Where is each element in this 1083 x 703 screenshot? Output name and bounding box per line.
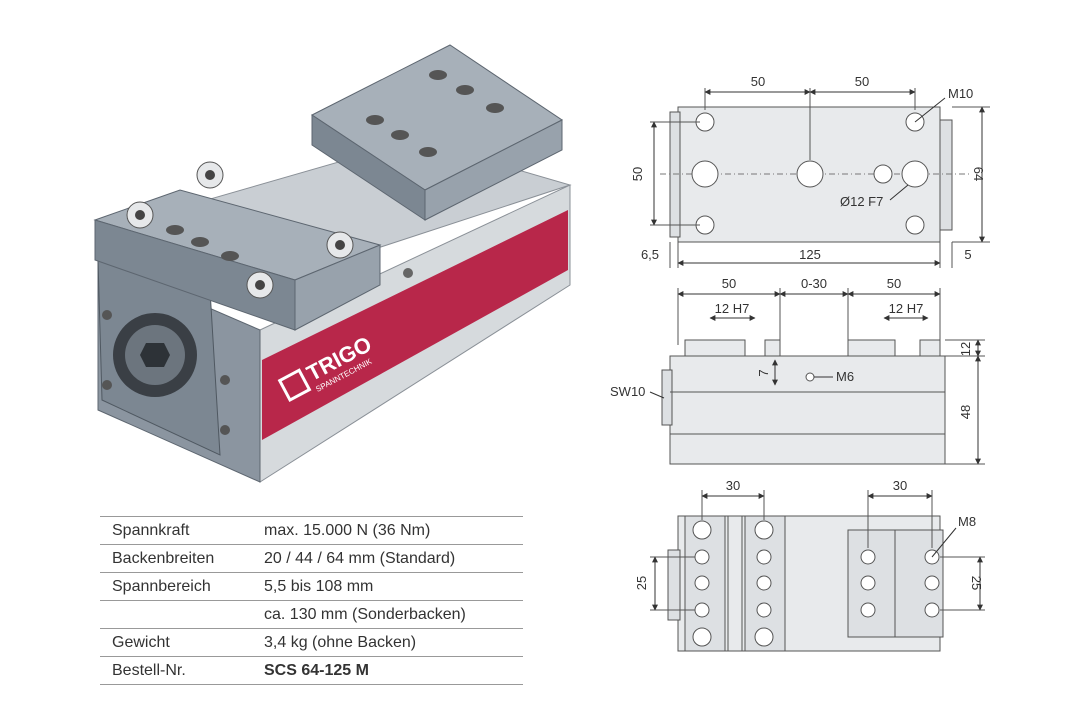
spec-value: 5,5 bis 108 mm [264,577,374,595]
spec-row: Spannbereich 5,5 bis 108 mm [100,573,523,601]
spec-label: Bestell-Nr. [112,661,186,679]
side-view: 50 0-30 50 12 H7 12 H7 12 48 7 M6 SW10 [610,276,985,465]
brand-band [262,210,568,440]
spec-row: Bestell-Nr. SCS 64-125 M [100,657,523,685]
technical-drawings: 50 50 50 64 125 6,5 5 M10 Ø12 F7 [610,74,990,652]
spec-value: 20 / 44 / 64 mm (Standard) [264,549,456,567]
top-dim-right: 50 [855,74,869,89]
bottom-dim-right: 25 [969,576,984,590]
top-dim-bottom-left: 6,5 [641,247,659,262]
spec-value: ca. 130 mm (Sonderbacken) [264,605,466,623]
side-dim-right: 50 [887,276,901,291]
vise-illustration: TRIGO SPANNTECHNIK [93,44,572,483]
side-slot-right: 12 H7 [889,301,924,316]
spec-row: Gewicht 3,4 kg (ohne Backen) [100,629,523,657]
spec-value: 3,4 kg (ohne Backen) [264,633,417,651]
spec-label: Spannbereich [112,577,211,595]
spec-row: Backenbreiten 20 / 44 / 64 mm (Standard) [100,545,523,573]
top-callout-thread: M10 [948,86,973,101]
top-dim-right-vertical: 64 [971,167,986,181]
spec-row: Spannkraft max. 15.000 N (36 Nm) [100,516,523,545]
top-dim-bottom-right: 5 [964,247,971,262]
spec-row: ca. 130 mm (Sonderbacken) [100,601,523,629]
spec-table: Spannkraft max. 15.000 N (36 Nm) Backenb… [100,516,523,685]
spec-label [100,601,252,629]
bottom-view: 30 30 25 25 M8 [634,478,985,652]
side-dim-height-top: 12 [958,342,973,356]
spec-value: max. 15.000 N (36 Nm) [264,521,431,539]
side-dim-mid: 0-30 [801,276,827,291]
spec-value-order-number: SCS 64-125 M [264,661,369,679]
spec-label: Spannkraft [112,521,190,539]
spec-label: Gewicht [112,633,170,651]
side-slot-left: 12 H7 [715,301,750,316]
top-dim-bottom-length: 125 [799,247,821,262]
side-dim-small: 7 [756,369,771,376]
spec-label: Backenbreiten [112,549,215,567]
top-view: 50 50 50 64 125 6,5 5 M10 Ø12 F7 [630,74,990,268]
bottom-dim-top-left: 30 [726,478,740,493]
bottom-dim-top-right: 30 [893,478,907,493]
top-dim-left-vertical: 50 [630,167,645,181]
side-dim-height-body: 48 [958,405,973,419]
side-dim-left: 50 [722,276,736,291]
bottom-callout-thread: M8 [958,514,976,529]
side-callout-thread: M6 [836,369,854,384]
top-dim-left: 50 [751,74,765,89]
bottom-dim-left: 25 [634,576,649,590]
side-callout-wrench: SW10 [610,384,645,399]
top-callout-bore: Ø12 F7 [840,194,883,209]
